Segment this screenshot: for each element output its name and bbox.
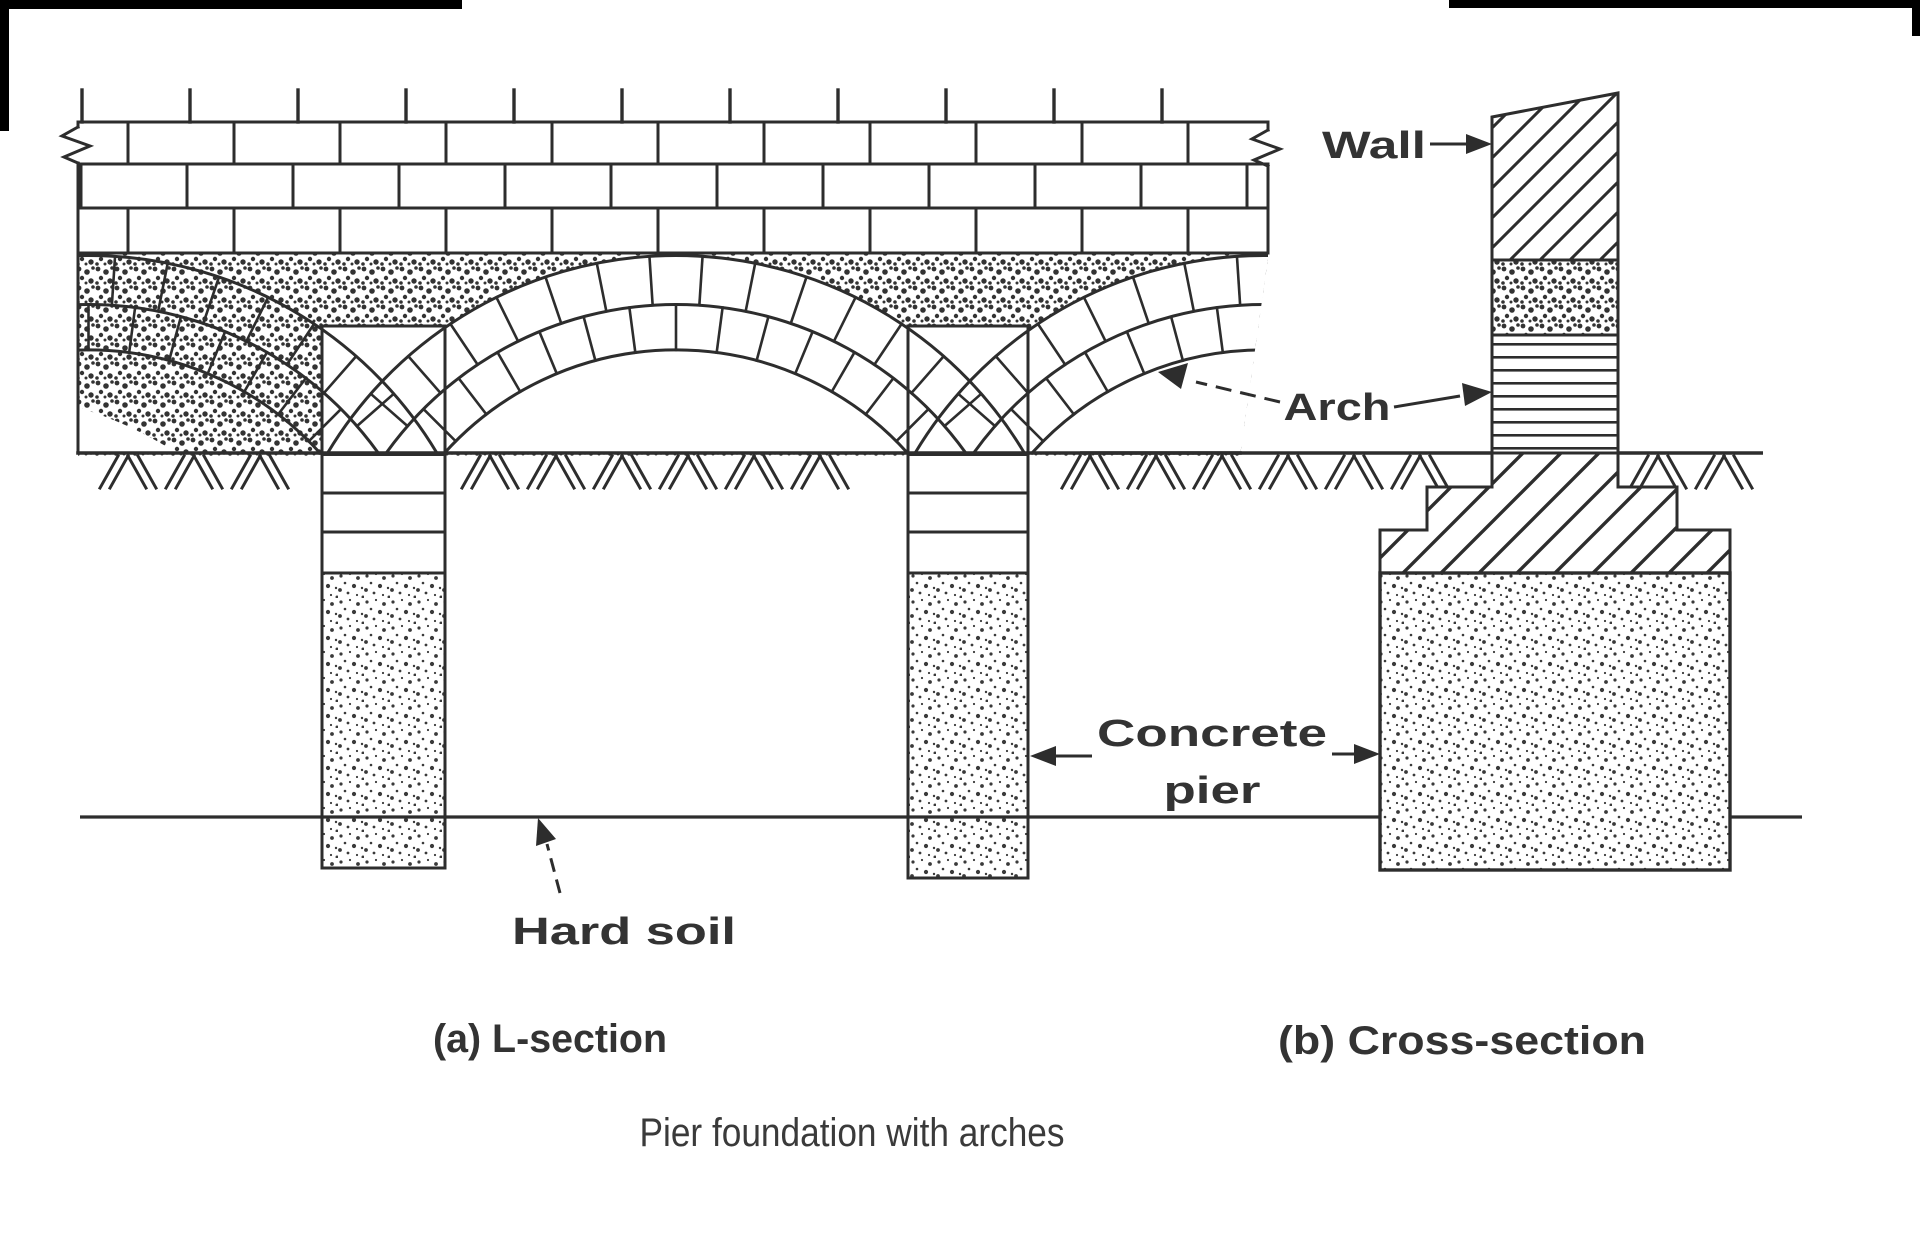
wall-continuation-ticks <box>80 88 1164 124</box>
concrete-pier-arrowhead-right <box>1354 744 1380 764</box>
cross-section <box>1080 91 1763 872</box>
caption-l-section: (a) L-section <box>433 1017 667 1061</box>
concrete-pier-arrowhead-left <box>1030 746 1056 766</box>
hard-soil-label: Hard soil <box>512 911 736 953</box>
arch-label: Arch <box>1284 387 1391 429</box>
wall-arch-course-band <box>1490 333 1620 455</box>
arch-leader-left <box>1195 380 1281 404</box>
voussoir-joints <box>87 254 1265 444</box>
arch-arrowhead-right <box>1462 383 1492 406</box>
scan-artifact-bars <box>0 0 1920 131</box>
concrete-pier-label-line1: Concrete <box>1097 713 1327 755</box>
pier-1-below-ground <box>320 453 447 870</box>
figure-title: Pier foundation with arches <box>640 1111 1065 1155</box>
wall-label: Wall <box>1322 125 1426 167</box>
wall-edges <box>58 120 1285 455</box>
break-symbol-right <box>1248 127 1285 168</box>
arch-arrowhead-left <box>1158 363 1188 389</box>
hard-soil-leader <box>545 843 562 894</box>
pier-2-below-ground <box>906 453 1030 880</box>
soil-hatch-marks <box>97 453 1755 491</box>
concrete-pier-label-line2: pier <box>1164 770 1261 812</box>
wall-arrowhead <box>1466 134 1492 154</box>
break-symbol-left <box>58 124 95 165</box>
brick-wall <box>58 88 1285 455</box>
annotations: Wall Arch Concrete pier Hard soil (a) L-… <box>433 125 1646 1155</box>
l-section <box>58 88 1755 880</box>
caption-cross-section: (b) Cross-section <box>1278 1019 1646 1063</box>
concrete-pier-block <box>1378 571 1732 872</box>
wall-masonry-hatched <box>1490 91 1620 262</box>
wall-ballast-band <box>1490 258 1620 337</box>
arch-leader-right <box>1393 394 1461 409</box>
arch-zone <box>78 253 1268 456</box>
brick-joints <box>79 120 1249 255</box>
hard-soil-arrowhead <box>536 818 556 846</box>
